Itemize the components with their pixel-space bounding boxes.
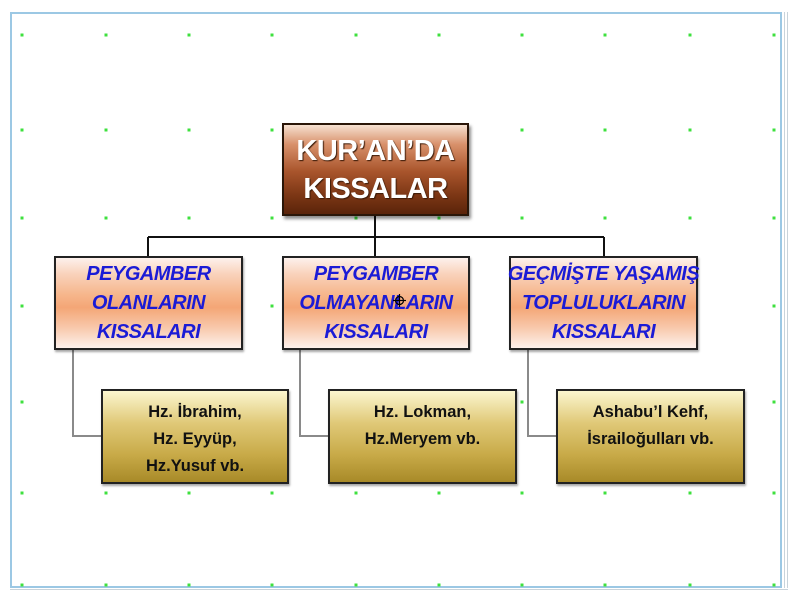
grid-dot	[20, 216, 24, 220]
move-cursor-icon	[393, 294, 406, 307]
category-label-line: KISSALARI	[551, 320, 656, 343]
grid-dot	[772, 304, 776, 308]
connector-example-2	[299, 350, 328, 437]
category-box-past-communities: GEÇMİŞTE YAŞAMIŞ TOPLULUKLARIN KISSALARI	[507, 256, 700, 350]
grid-dot	[104, 216, 108, 220]
example-label-line: Hz. Eyyüp,	[153, 430, 237, 448]
grid-dot	[603, 33, 607, 37]
example-label-line: Ashabu’l Kehf,	[592, 403, 709, 421]
grid-dot	[437, 216, 441, 220]
example-box-non-prophets: Hz. Lokman, Hz.Meryem vb.	[328, 389, 517, 484]
connector-example-3	[527, 350, 556, 437]
grid-dot	[104, 33, 108, 37]
grid-dot	[437, 491, 441, 495]
grid-dot	[772, 33, 776, 37]
grid-dot	[187, 128, 191, 132]
category-box-prophets: PEYGAMBER OLANLARIN KISSALARI	[54, 256, 243, 350]
category-label-line: GEÇMİŞTE YAŞAMIŞ	[507, 262, 700, 285]
grid-dot	[520, 128, 524, 132]
grid-dot	[603, 491, 607, 495]
category-label-line: PEYGAMBER	[313, 262, 439, 285]
grid-dot	[520, 33, 524, 37]
example-label-line: Hz.Meryem vb.	[364, 430, 481, 448]
example-label: Hz. İbrahim, Hz. Eyyüp, Hz.Yusuf vb.	[146, 399, 244, 480]
grid-dot	[354, 491, 358, 495]
grid-dot	[520, 583, 524, 587]
root-title-line: KISSALAR	[303, 172, 448, 205]
root-title: KUR’AN’DA KISSALAR	[296, 132, 455, 208]
example-label-line: İsrailoğulları vb.	[587, 430, 714, 448]
slide-frame-edge	[784, 12, 788, 588]
category-box-non-prophets: PEYGAMBER OLMAYANLARIN KISSALARI	[282, 256, 470, 350]
category-label-line: OLANLARIN	[91, 291, 206, 314]
grid-dot	[688, 216, 692, 220]
grid-dot	[688, 128, 692, 132]
grid-dot	[20, 491, 24, 495]
grid-dot	[772, 216, 776, 220]
root-box: KUR’AN’DA KISSALAR	[282, 123, 469, 216]
grid-dot	[520, 216, 524, 220]
grid-dot	[688, 33, 692, 37]
example-label: Hz. Lokman, Hz.Meryem vb.	[365, 399, 481, 453]
grid-dot	[270, 304, 274, 308]
grid-dot	[270, 128, 274, 132]
category-label: PEYGAMBER OLANLARIN KISSALARI	[86, 260, 211, 347]
grid-dot	[270, 216, 274, 220]
grid-dot	[354, 33, 358, 37]
category-label: PEYGAMBER OLMAYANLARIN KISSALARI	[299, 260, 453, 347]
grid-dot	[20, 400, 24, 404]
grid-dot	[270, 583, 274, 587]
grid-dot	[187, 583, 191, 587]
grid-dot	[270, 491, 274, 495]
root-title-line: KUR’AN’DA	[296, 134, 455, 167]
grid-dot	[772, 400, 776, 404]
example-box-past-communities: Ashabu’l Kehf, İsrailoğulları vb.	[556, 389, 745, 484]
category-label-line: OLMAYANLARIN	[299, 291, 453, 314]
grid-dot	[354, 583, 358, 587]
grid-dot	[603, 128, 607, 132]
grid-dot	[520, 400, 524, 404]
example-label-line: Hz. Lokman,	[373, 403, 472, 421]
example-label: Ashabu’l Kehf, İsrailoğulları vb.	[587, 399, 714, 453]
grid-dot	[104, 491, 108, 495]
grid-dot	[20, 128, 24, 132]
example-label-line: Hz. İbrahim,	[148, 403, 242, 421]
grid-dot	[520, 491, 524, 495]
category-label: GEÇMİŞTE YAŞAMIŞ TOPLULUKLARIN KISSALARI	[507, 260, 700, 347]
grid-dot	[688, 491, 692, 495]
grid-dot	[603, 216, 607, 220]
grid-dot	[20, 583, 24, 587]
category-label-line: KISSALARI	[324, 320, 428, 343]
grid-dot	[104, 128, 108, 132]
category-label-line: TOPLULUKLARIN	[521, 291, 686, 314]
connector-example-1	[72, 350, 101, 437]
example-box-prophets: Hz. İbrahim, Hz. Eyyüp, Hz.Yusuf vb.	[101, 389, 289, 484]
grid-dot	[20, 304, 24, 308]
grid-dot	[187, 216, 191, 220]
category-label-line: PEYGAMBER	[86, 262, 211, 285]
grid-dot	[20, 33, 24, 37]
grid-dot	[270, 33, 274, 37]
grid-dot	[772, 128, 776, 132]
category-label-line: KISSALARI	[96, 320, 201, 343]
grid-dot	[772, 583, 776, 587]
grid-dot	[104, 583, 108, 587]
slide-frame-edge	[10, 589, 788, 593]
grid-dot	[772, 491, 776, 495]
example-label-line: Hz.Yusuf vb.	[145, 457, 245, 475]
grid-dot	[187, 33, 191, 37]
grid-dot	[354, 216, 358, 220]
grid-dot	[603, 583, 607, 587]
grid-dot	[437, 583, 441, 587]
slide-frame	[10, 12, 782, 588]
grid-dot	[437, 33, 441, 37]
grid-dot	[688, 583, 692, 587]
grid-dot	[187, 491, 191, 495]
